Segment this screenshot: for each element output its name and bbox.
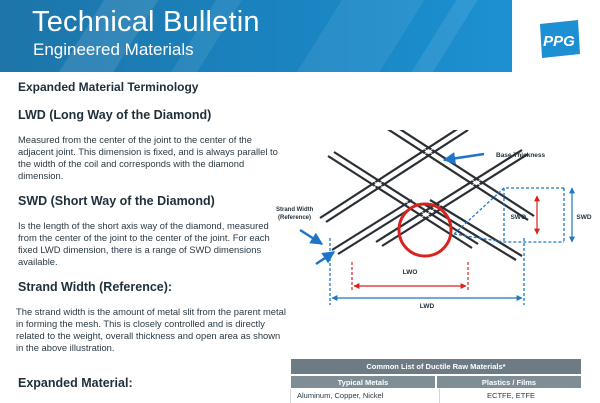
base-thickness-arrow	[442, 152, 485, 165]
mesh-strands	[319, 130, 535, 261]
strand-width-label: Strand Width	[276, 207, 314, 213]
mesh-strand	[381, 153, 529, 247]
mesh-strand	[319, 130, 458, 219]
lwo-label: LWO	[403, 269, 418, 276]
table-header-row: Typical Metals Plastics / Films	[290, 375, 582, 389]
mesh-strand	[331, 199, 413, 251]
diamond-mesh-diagram: Base Thickness Strand Width (Reference) …	[276, 130, 592, 310]
banner-stripe	[280, 0, 430, 72]
mesh-strand	[325, 130, 469, 223]
lwd-heading: LWD (Long Way of the Diamond)	[18, 108, 212, 122]
header-banner: Technical Bulletin Engineered Materials …	[0, 0, 600, 72]
swd-guide-line	[453, 187, 564, 235]
table-cell-plastics: ECTFE, ETFE	[439, 389, 582, 403]
lwd-label: LWD	[420, 303, 435, 310]
opening-circle	[397, 202, 453, 258]
mesh-strand	[333, 151, 479, 245]
swo-label: SWO	[510, 214, 526, 221]
lwd-paragraph: Measured from the center of the joint to…	[18, 134, 278, 181]
document-subtitle: Engineered Materials	[33, 40, 194, 59]
strand-heading: Strand Width (Reference):	[18, 280, 173, 294]
mesh-strand	[327, 155, 473, 249]
ppg-logo: PPG	[540, 20, 580, 58]
mesh-strand	[423, 203, 517, 261]
column-header-metals: Typical Metals	[290, 375, 436, 389]
section-title: Expanded Material Terminology	[18, 80, 199, 94]
expanded-heading: Expanded Material:	[18, 376, 133, 390]
swd-paragraph: Is the length of the short axis way of t…	[18, 220, 270, 267]
strand-width-ref-label: (Reference)	[278, 215, 311, 221]
strand-width-arrow-top	[299, 228, 324, 246]
materials-table: Common List of Ductile Raw Materials* Ty…	[290, 358, 582, 403]
logo-text: PPG	[543, 33, 575, 50]
table-title: Common List of Ductile Raw Materials*	[290, 358, 582, 375]
mesh-strand	[399, 130, 535, 217]
swd-label: SWD	[576, 214, 591, 221]
mesh-strand	[429, 199, 523, 257]
table-row: Aluminum, Copper, Nickel ECTFE, ETFE	[290, 389, 582, 403]
column-header-plastics: Plastics / Films	[436, 375, 582, 389]
document-title: Technical Bulletin	[32, 6, 260, 38]
strand-paragraph: The strand width is the amount of metal …	[16, 306, 286, 353]
swd-heading: SWD (Short Way of the Diamond)	[18, 194, 215, 208]
logo-area: PPG	[512, 0, 600, 72]
base-thickness-label: Base Thickness	[496, 152, 546, 159]
table-cell-metals: Aluminum, Copper, Nickel	[290, 389, 439, 403]
strand-width-arrow-bottom	[315, 250, 336, 266]
